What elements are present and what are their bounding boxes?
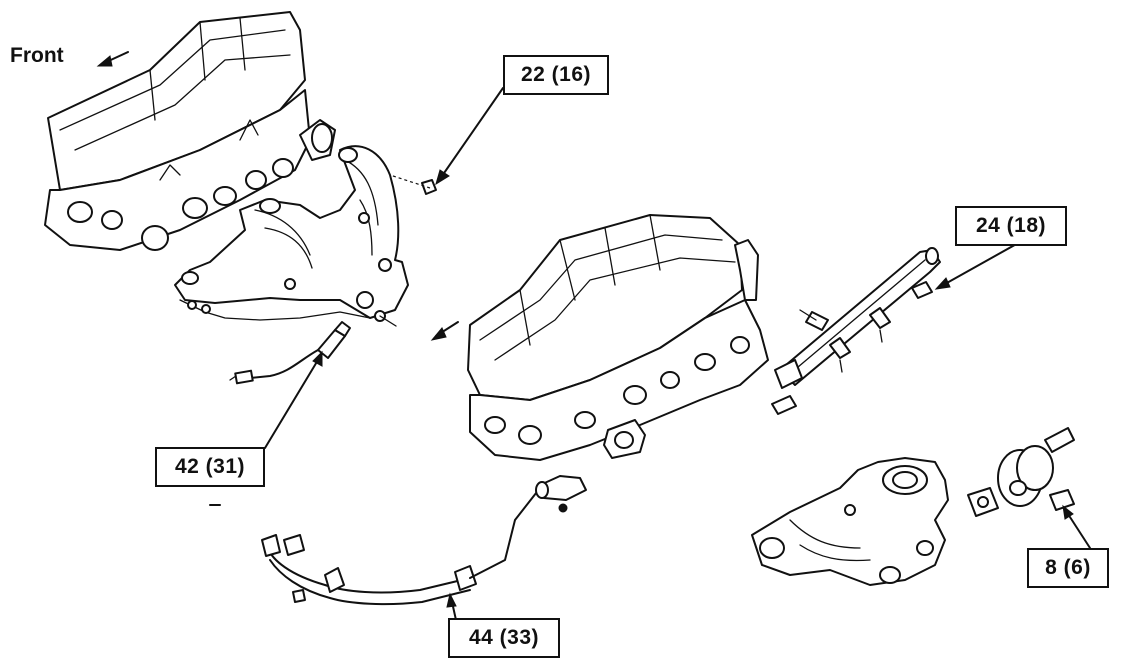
exhaust-manifold xyxy=(174,145,409,327)
torque-label-22-16: 22 (16) xyxy=(503,55,609,95)
egr-gasket xyxy=(967,487,999,517)
egr-valve xyxy=(997,427,1075,511)
manifold-nut xyxy=(389,174,437,195)
intake-gasket xyxy=(603,419,646,459)
thermostat-housing xyxy=(751,457,949,586)
direction-arrow xyxy=(430,321,459,341)
torque-label-24-18: 24 (18) xyxy=(955,206,1067,246)
front-arrow-icon xyxy=(96,51,129,67)
front-label: Front xyxy=(10,44,64,67)
coolant-temperature-sensor xyxy=(535,475,587,513)
torque-label-8-6: 8 (6) xyxy=(1027,548,1109,588)
fuel-rail xyxy=(771,247,941,415)
torque-label-42-31: 42 (31) xyxy=(155,447,265,487)
torque-label-44-33: 44 (33) xyxy=(448,618,560,658)
water-bypass-pipe xyxy=(261,487,541,606)
callout-arrow-icon xyxy=(264,87,1091,621)
oxygen-sensor xyxy=(229,321,351,385)
cylinder-head-assembly-left xyxy=(44,11,336,251)
cylinder-head-assembly-center xyxy=(467,214,769,461)
